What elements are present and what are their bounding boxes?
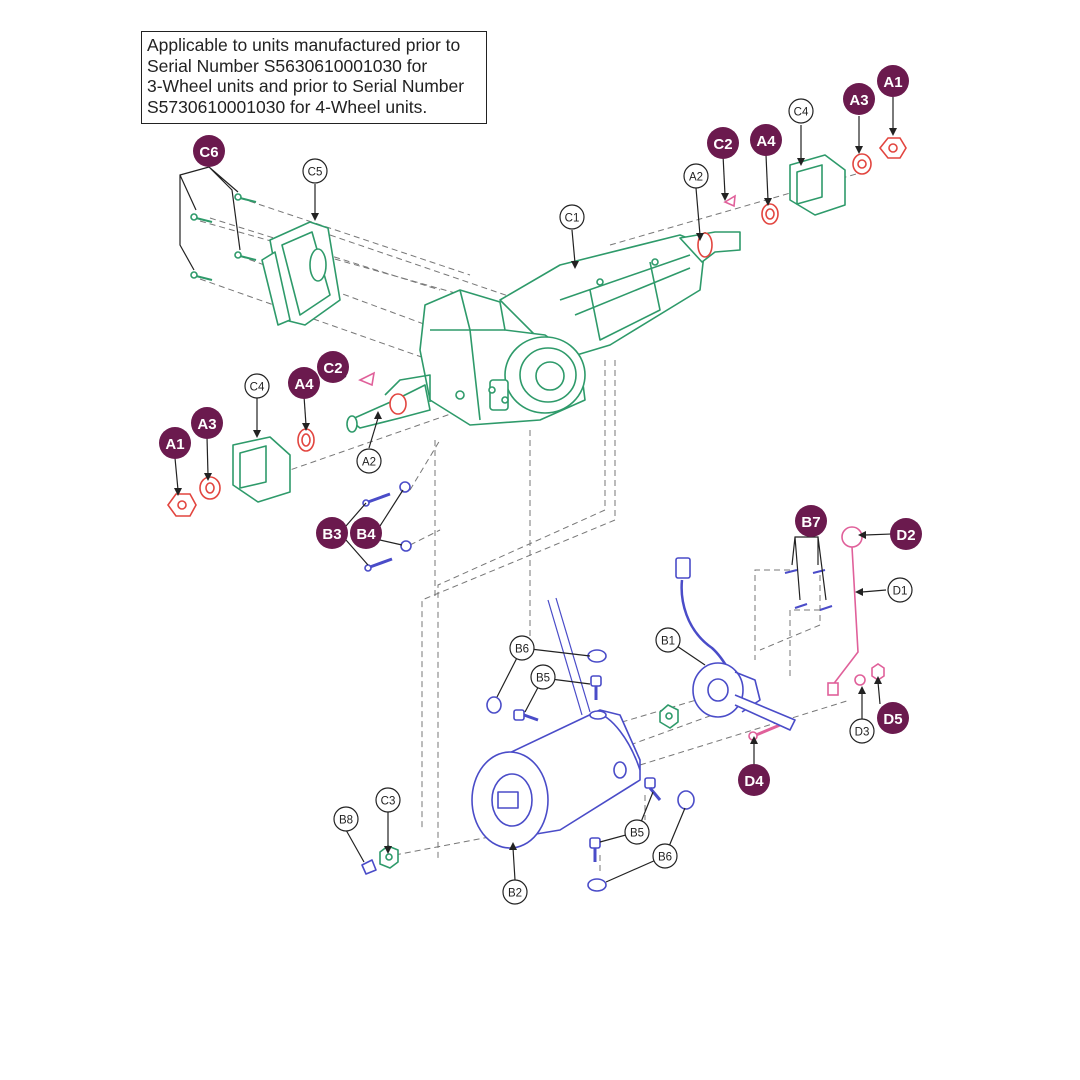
svg-text:D2: D2 <box>896 527 915 544</box>
svg-text:B6: B6 <box>515 644 529 656</box>
callout-a1-left: A1 <box>159 427 191 459</box>
note-line-4: S5730610001030 for 4-Wheel units. <box>147 96 428 117</box>
callout-c2-left: C2 <box>317 351 349 383</box>
callout-a2-left: A2 <box>356 448 382 474</box>
note-line-2: Serial Number S5630610001030 for <box>147 55 428 76</box>
svg-text:C4: C4 <box>250 382 265 394</box>
svg-text:B5: B5 <box>630 828 644 840</box>
svg-text:A2: A2 <box>362 457 376 469</box>
callout-b8: B8 <box>333 806 359 832</box>
callout-c6: C6 <box>193 135 225 167</box>
callout-b1: B1 <box>655 627 681 653</box>
note-line-1: Applicable to units manufactured prior t… <box>147 35 461 55</box>
callout-b5-upper: B5 <box>530 664 556 690</box>
svg-text:C5: C5 <box>308 167 323 179</box>
callout-d5: D5 <box>877 702 909 734</box>
svg-text:A3: A3 <box>849 92 868 109</box>
d2-knob <box>841 526 863 548</box>
svg-text:A4: A4 <box>294 376 314 393</box>
svg-text:A1: A1 <box>883 74 902 91</box>
c2-key-left <box>358 371 376 387</box>
leader-arrowheads <box>174 128 897 854</box>
svg-text:C6: C6 <box>199 144 218 161</box>
svg-text:B4: B4 <box>356 526 376 543</box>
svg-text:B8: B8 <box>339 815 353 827</box>
d3-washer <box>854 674 866 686</box>
a2-bearing-right <box>697 232 713 258</box>
svg-text:A4: A4 <box>756 133 776 150</box>
svg-text:A3: A3 <box>197 416 216 433</box>
svg-text:C3: C3 <box>381 796 396 808</box>
callout-c5: C5 <box>302 158 328 184</box>
callout-d1: D1 <box>887 577 913 603</box>
d4-screw <box>755 723 781 737</box>
callout-a2-right: A2 <box>683 163 709 189</box>
callout-a1-right: A1 <box>877 65 909 97</box>
callout-c4-right: C4 <box>788 98 814 124</box>
svg-text:A2: A2 <box>689 172 703 184</box>
callout-b3: B3 <box>316 517 348 549</box>
callout-d4: D4 <box>738 764 770 796</box>
svg-text:B7: B7 <box>801 514 820 531</box>
callout-b6-upper: B6 <box>509 635 535 661</box>
svg-text:B5: B5 <box>536 673 550 685</box>
svg-text:D4: D4 <box>744 773 764 790</box>
callout-a3-left: A3 <box>191 407 223 439</box>
transaxle-assembly <box>190 154 846 869</box>
a1-nut-left-hole <box>177 500 187 510</box>
svg-text:A1: A1 <box>165 436 184 453</box>
callout-c1: C1 <box>559 204 585 230</box>
svg-text:D5: D5 <box>883 711 902 728</box>
svg-text:B2: B2 <box>508 888 522 900</box>
svg-text:C2: C2 <box>713 136 732 153</box>
applicability-note: Applicable to units manufactured prior t… <box>141 31 487 124</box>
svg-text:B6: B6 <box>658 852 672 864</box>
d5-nut <box>871 663 885 681</box>
callout-c3: C3 <box>375 787 401 813</box>
svg-text:C2: C2 <box>323 360 342 377</box>
note-line-3: 3-Wheel units and prior to Serial Number <box>147 76 465 96</box>
svg-text:D3: D3 <box>855 727 870 739</box>
callout-b2: B2 <box>502 879 528 905</box>
callout-c4-left: C4 <box>244 373 270 399</box>
svg-text:C1: C1 <box>565 213 580 225</box>
filled-callouts: A1 A3 C2 A4 C6 C2 A4 A1 <box>159 65 922 796</box>
svg-text:D1: D1 <box>893 586 908 598</box>
callout-b4: B4 <box>350 517 382 549</box>
callout-a4-left: A4 <box>288 367 320 399</box>
callout-b7: B7 <box>795 505 827 537</box>
motor-assembly <box>361 481 833 892</box>
a2-bearing-left <box>389 393 407 415</box>
callout-a4-right: A4 <box>750 124 782 156</box>
callout-a3-right: A3 <box>843 83 875 115</box>
callout-b5-lower: B5 <box>624 819 650 845</box>
svg-text:C4: C4 <box>794 107 809 119</box>
callout-d3: D3 <box>849 718 875 744</box>
hardware-pink <box>358 194 885 741</box>
callout-d2: D2 <box>890 518 922 550</box>
callout-c2-right: C2 <box>707 127 739 159</box>
callout-b6-lower: B6 <box>652 843 678 869</box>
d1-lever <box>831 546 859 696</box>
c2-key-right <box>723 194 736 208</box>
svg-text:B1: B1 <box>661 636 675 648</box>
outlined-callouts: C4 A2 C5 C1 C4 A2 D1 B1 <box>244 98 913 905</box>
svg-text:B3: B3 <box>322 526 341 543</box>
